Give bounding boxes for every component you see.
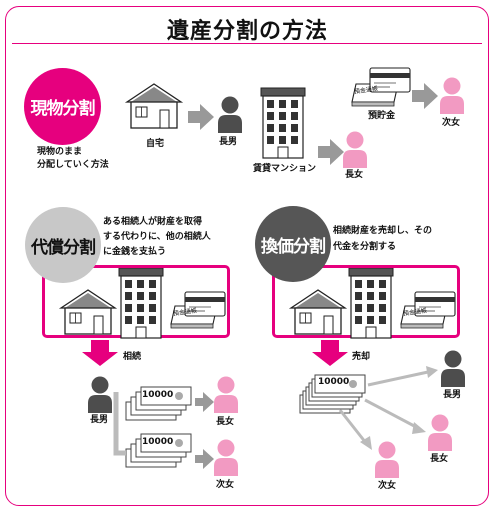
house-icon xyxy=(290,289,346,335)
house-label: 自宅 xyxy=(146,139,165,149)
kanka-second-daughter: 次女 xyxy=(378,481,397,491)
apartment-icon xyxy=(260,87,306,159)
house-icon xyxy=(60,289,116,335)
banknote-value: 10000 xyxy=(318,377,350,387)
right-arrow-icon xyxy=(188,104,214,130)
person-female-icon xyxy=(343,131,367,168)
daisho-eldest-son: 長男 xyxy=(90,415,109,425)
right-arrow-icon xyxy=(412,83,438,109)
kanka-arrow-label: 売却 xyxy=(352,352,371,362)
daisho-desc-line2: する代わりに、他の相続人 xyxy=(103,232,211,242)
house-icon xyxy=(126,83,182,129)
diagram-frame xyxy=(5,6,489,506)
eldest-son-label: 長男 xyxy=(219,137,238,147)
person-male-icon xyxy=(441,350,465,387)
person-female-icon xyxy=(428,414,452,451)
daisho-arrow-label: 相続 xyxy=(123,352,142,362)
page-title: 遺産分割の方法 xyxy=(166,19,328,44)
down-arrow-icon xyxy=(82,340,118,366)
title-divider xyxy=(12,43,482,44)
genbutsu-desc-line1: 現物のまま xyxy=(37,147,83,157)
apartment-icon xyxy=(348,268,394,339)
kanka-eldest-son: 長男 xyxy=(443,390,462,400)
daisho-desc-line3: に金銭を支払う xyxy=(103,247,167,257)
down-arrow-icon xyxy=(312,340,348,366)
eldest-daughter-label: 長女 xyxy=(345,170,364,180)
right-arrow-icon xyxy=(195,449,214,469)
genbutsu-desc-line2: 分配していく方法 xyxy=(37,160,109,170)
daisho-desc-line1: ある相続人が財産を取得 xyxy=(103,217,203,227)
kanka-desc-line1: 相続財産を売却し、その xyxy=(333,226,433,236)
right-arrow-icon xyxy=(318,139,344,165)
apartment-label: 賃貸マンション xyxy=(253,164,317,174)
person-female-icon xyxy=(214,376,238,413)
daisho-badge: 代償分割 xyxy=(25,207,101,283)
genbutsu-badge: 現物分割 xyxy=(24,68,101,145)
second-daughter-label: 次女 xyxy=(442,118,461,128)
apartment-icon xyxy=(118,268,164,339)
kanka-eldest-daughter: 長女 xyxy=(430,454,449,464)
person-male-icon xyxy=(218,96,242,133)
person-female-icon xyxy=(440,77,464,114)
person-female-icon xyxy=(375,441,399,478)
right-arrow-icon xyxy=(195,392,214,412)
banknote-value: 10000 xyxy=(142,437,174,447)
person-female-icon xyxy=(214,439,238,476)
daisho-second-daughter: 次女 xyxy=(216,480,235,490)
savings-label: 預貯金 xyxy=(368,111,396,121)
person-male-icon xyxy=(88,376,112,413)
banknote-value: 10000 xyxy=(142,390,174,400)
kanka-badge: 換価分割 xyxy=(255,206,331,282)
daisho-eldest-daughter: 長女 xyxy=(216,417,235,427)
kanka-desc-line2: 代金を分割する xyxy=(333,242,397,252)
kanka-assets-box: 預金通帳 xyxy=(272,265,460,339)
